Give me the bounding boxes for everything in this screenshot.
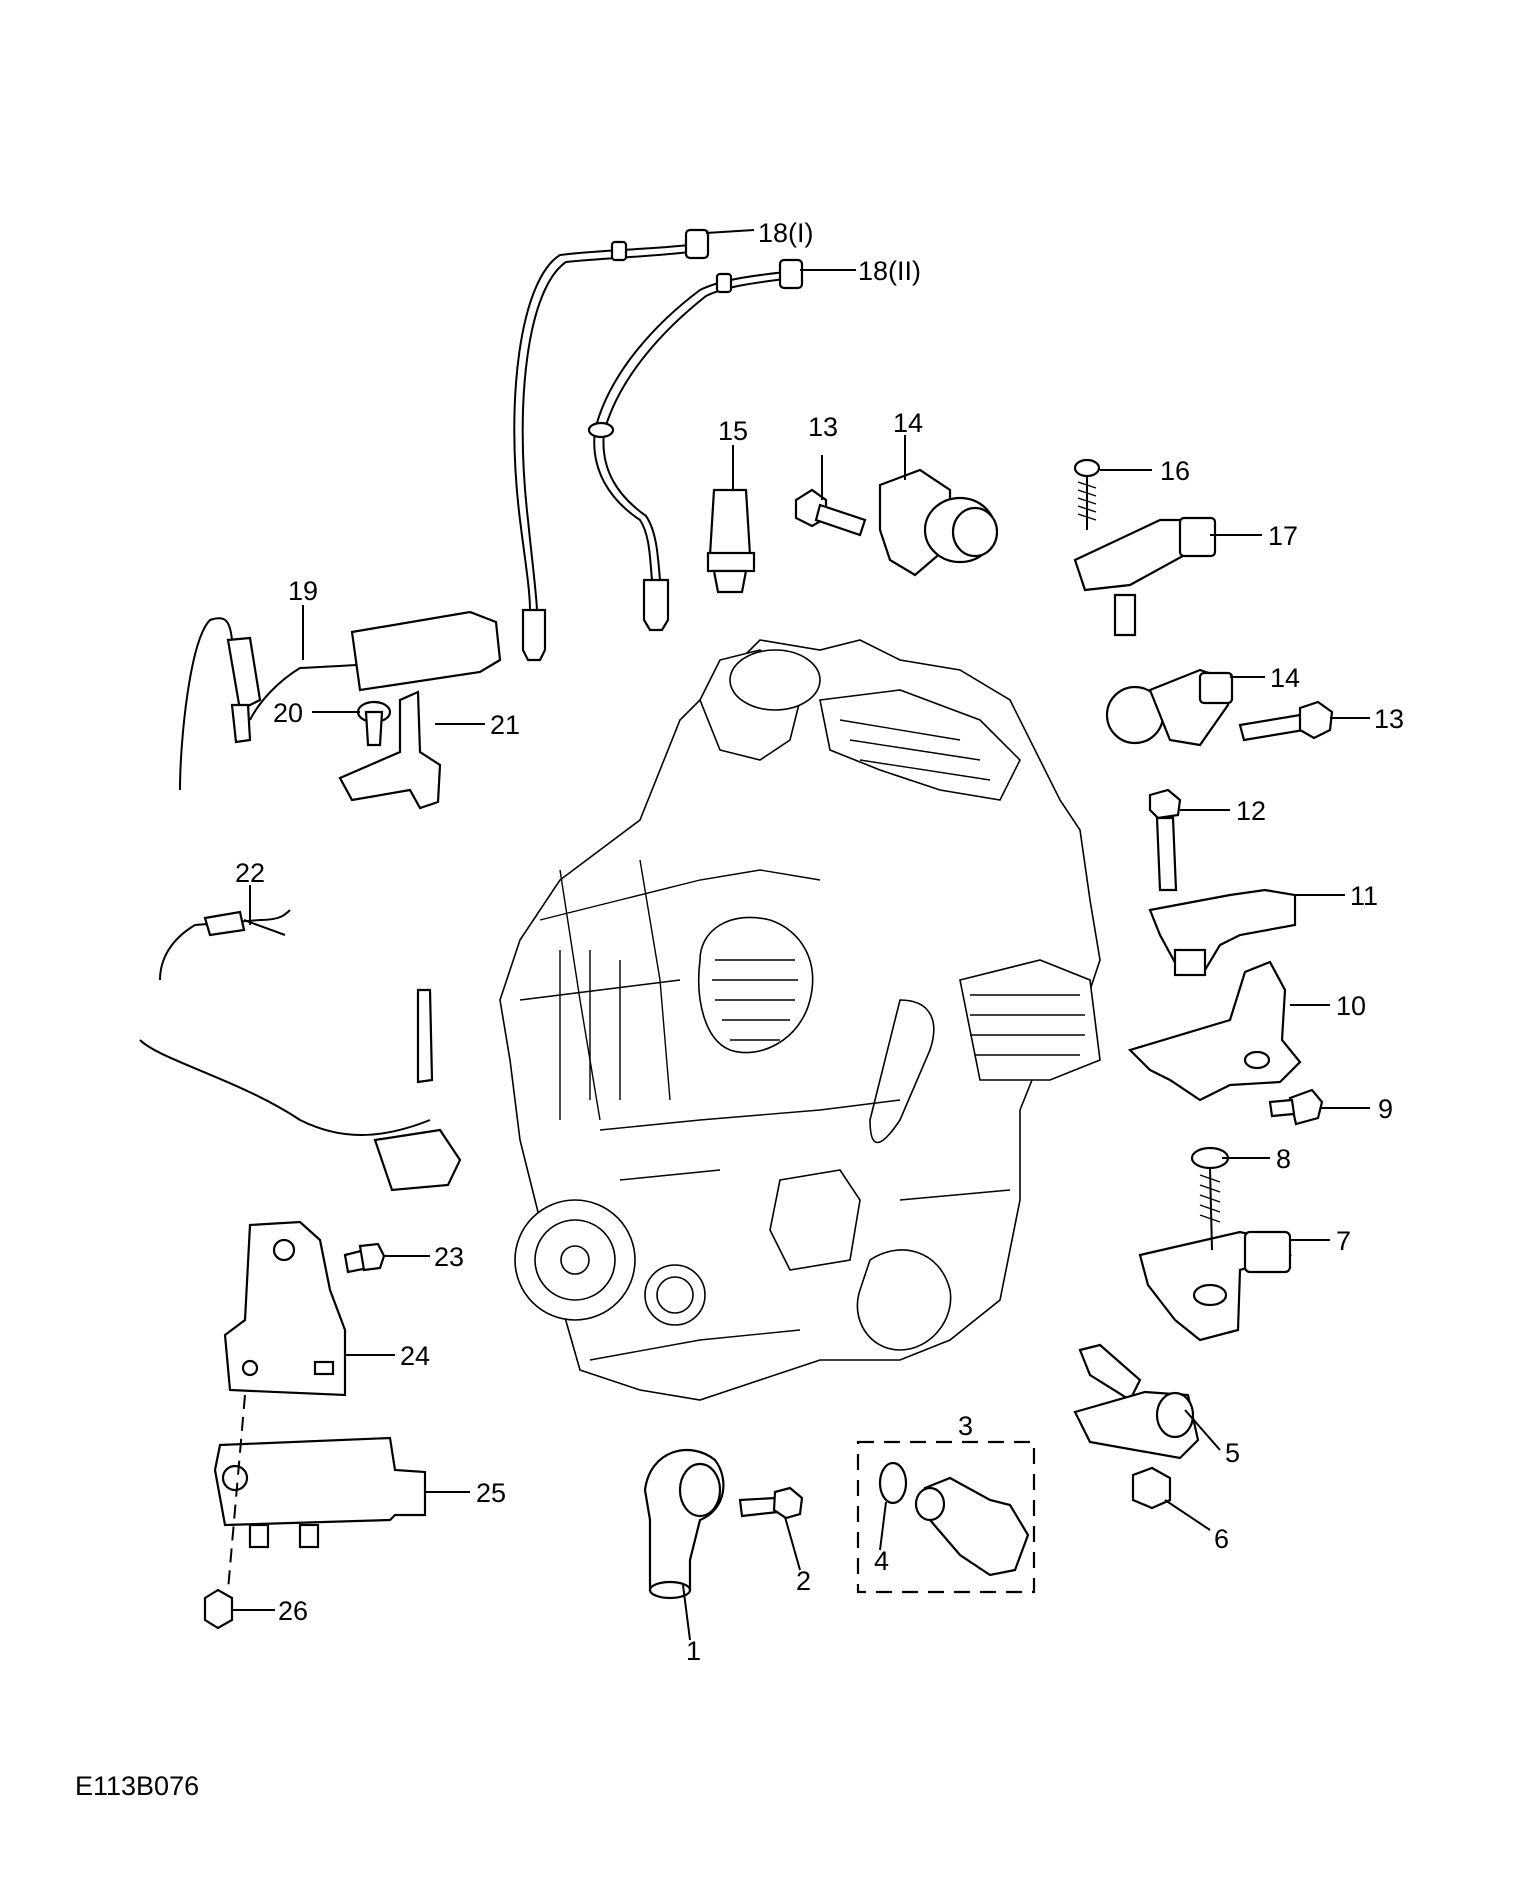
callout-4: 4	[874, 1546, 889, 1576]
callout-6: 6	[1214, 1524, 1229, 1554]
leader-lines	[232, 229, 1370, 1641]
callout-11: 11	[1350, 881, 1378, 911]
callout-23: 23	[434, 1242, 464, 1272]
callout-5: 5	[1225, 1438, 1240, 1468]
bracket-10	[1127, 960, 1302, 1102]
callout-18-i: 18(I)	[758, 218, 814, 248]
callout-13-upper: 13	[808, 412, 838, 442]
callout-12: 12	[1236, 796, 1266, 826]
callout-10: 10	[1336, 991, 1366, 1021]
oxygen-sensor-18-ii	[587, 258, 804, 632]
callout-8: 8	[1276, 1144, 1291, 1174]
bolt-9	[1268, 1088, 1324, 1126]
bolt-13-upper	[794, 488, 867, 537]
pressure-sensor-25	[213, 1436, 427, 1549]
bolt-23	[343, 1242, 386, 1274]
bolt-6	[1131, 1466, 1172, 1510]
bracket-21	[338, 690, 442, 810]
callout-14-lower: 14	[1270, 663, 1300, 693]
camshaft-sensor-14-lower	[1105, 668, 1234, 747]
callout-19: 19	[288, 576, 318, 606]
callout-2: 2	[796, 1566, 811, 1596]
sensor-11	[1148, 888, 1297, 977]
callout-24: 24	[400, 1341, 430, 1371]
engine-assembly	[499, 639, 1101, 1401]
parts-group-3-4	[856, 1440, 1036, 1594]
oxygen-sensor-18-i	[513, 228, 710, 662]
sensor-7	[1138, 1230, 1293, 1342]
callout-20: 20	[273, 698, 303, 728]
callout-21: 21	[490, 710, 520, 740]
map-sensor-15	[1073, 516, 1217, 637]
screw-8	[1190, 1146, 1230, 1251]
callout-17: 15	[718, 416, 748, 446]
screw-16	[1073, 458, 1101, 530]
callout-15: 17	[1268, 521, 1298, 551]
bolt-12	[1148, 788, 1182, 892]
callout-25: 25	[476, 1478, 506, 1508]
knock-sensor-1	[643, 1448, 725, 1600]
callout-labels: 18(I) 18(II) 15 13 14 16 17 19 20 21 14 …	[235, 218, 1404, 1666]
callout-13-lower: 13	[1374, 704, 1404, 734]
camshaft-sensor-14-upper	[878, 468, 999, 577]
bolt-20	[356, 700, 392, 747]
exhaust-temp-sensor-22	[139, 909, 462, 1192]
bracket-24	[223, 1220, 347, 1397]
callout-1: 1	[686, 1636, 701, 1666]
callout-3: 3	[958, 1411, 973, 1441]
callout-22: 22	[235, 858, 265, 888]
bolt-2	[738, 1486, 804, 1520]
figure-id: E113B076	[75, 1771, 199, 1801]
callout-18-ii: 18(II)	[858, 256, 921, 286]
bolt-13-lower	[1238, 700, 1334, 742]
callout-14-upper: 14	[893, 408, 923, 438]
exhaust-temp-sensor-19	[179, 610, 502, 791]
callout-7: 7	[1336, 1226, 1351, 1256]
bolt-26	[203, 1394, 246, 1630]
callout-16: 16	[1160, 456, 1190, 486]
callout-26: 26	[278, 1596, 308, 1626]
callout-9: 9	[1378, 1094, 1393, 1124]
crankshaft-sensor-5	[1073, 1343, 1200, 1460]
pressure-switch-17	[706, 488, 756, 594]
